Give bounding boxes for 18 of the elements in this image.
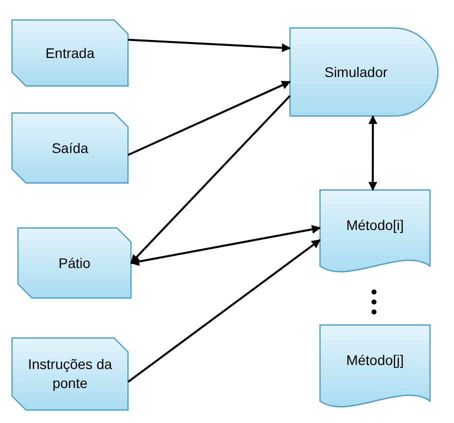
arrow — [127, 239, 321, 383]
node-label: Método[j] — [345, 350, 405, 370]
card-shape — [12, 20, 128, 86]
card-shape — [18, 228, 131, 298]
arrow — [130, 95, 291, 264]
node-label: Saída — [50, 138, 90, 158]
card-shape — [12, 338, 128, 410]
arrow — [128, 80, 291, 156]
arrow — [130, 224, 321, 266]
arrow — [128, 38, 291, 52]
delay-shape — [290, 28, 438, 116]
node-label: Pátio — [58, 254, 92, 272]
node-label: Entrada — [44, 44, 96, 62]
node-label: Instruções da ponte — [26, 355, 114, 393]
node-label: Método[i] — [345, 216, 405, 234]
node-label: Simulador — [323, 62, 389, 82]
card-shape — [12, 113, 128, 183]
arrow — [368, 115, 378, 191]
